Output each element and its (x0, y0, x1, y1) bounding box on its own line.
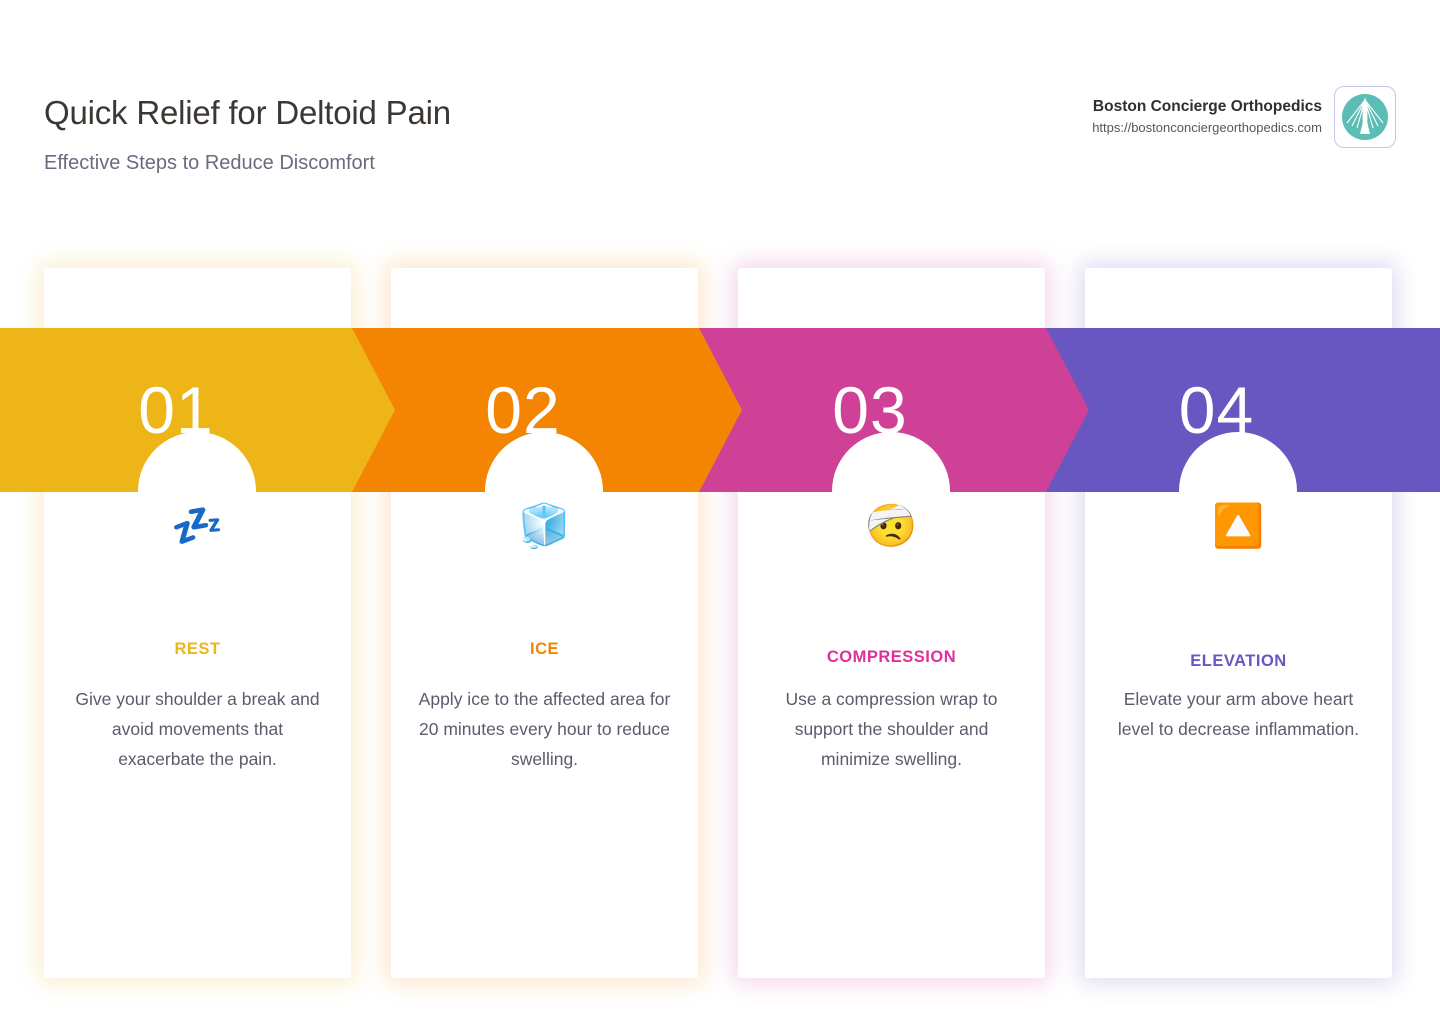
page-title: Quick Relief for Deltoid Pain (44, 94, 451, 131)
step-label-3: COMPRESSION (826, 648, 957, 666)
head-bandage-face-icon: 🤕 (865, 502, 918, 549)
step-label-2: ICE (529, 640, 559, 658)
step-description-2: Apply ice to the affected area for 20 mi… (418, 689, 671, 770)
up-arrow-button-icon: 🔼 (1212, 502, 1265, 549)
step-description-1: Give your shoulder a break and avoid mov… (75, 689, 320, 770)
brand-url: https://bostonconciergeorthopedics.com (1092, 119, 1322, 135)
brand-name: Boston Concierge Orthopedics (1092, 98, 1322, 116)
brand-text: Boston Concierge Orthopedics https://bos… (1092, 96, 1322, 137)
brand-block: Boston Concierge Orthopedics https://bos… (1092, 86, 1396, 148)
step-description-4: Elevate your arm above heart level to de… (1117, 689, 1360, 740)
step-description-3: Use a compression wrap to support the sh… (785, 689, 998, 770)
zzz-sleep-icon: 💤 (171, 502, 224, 549)
page-subtitle: Effective Steps to Reduce Discomfort (44, 152, 375, 174)
bridge-logo-icon (1334, 86, 1396, 148)
step-label-4: ELEVATION (1190, 652, 1287, 670)
ice-cube-icon: 🧊 (518, 502, 571, 549)
step-label-1: REST (174, 640, 221, 658)
